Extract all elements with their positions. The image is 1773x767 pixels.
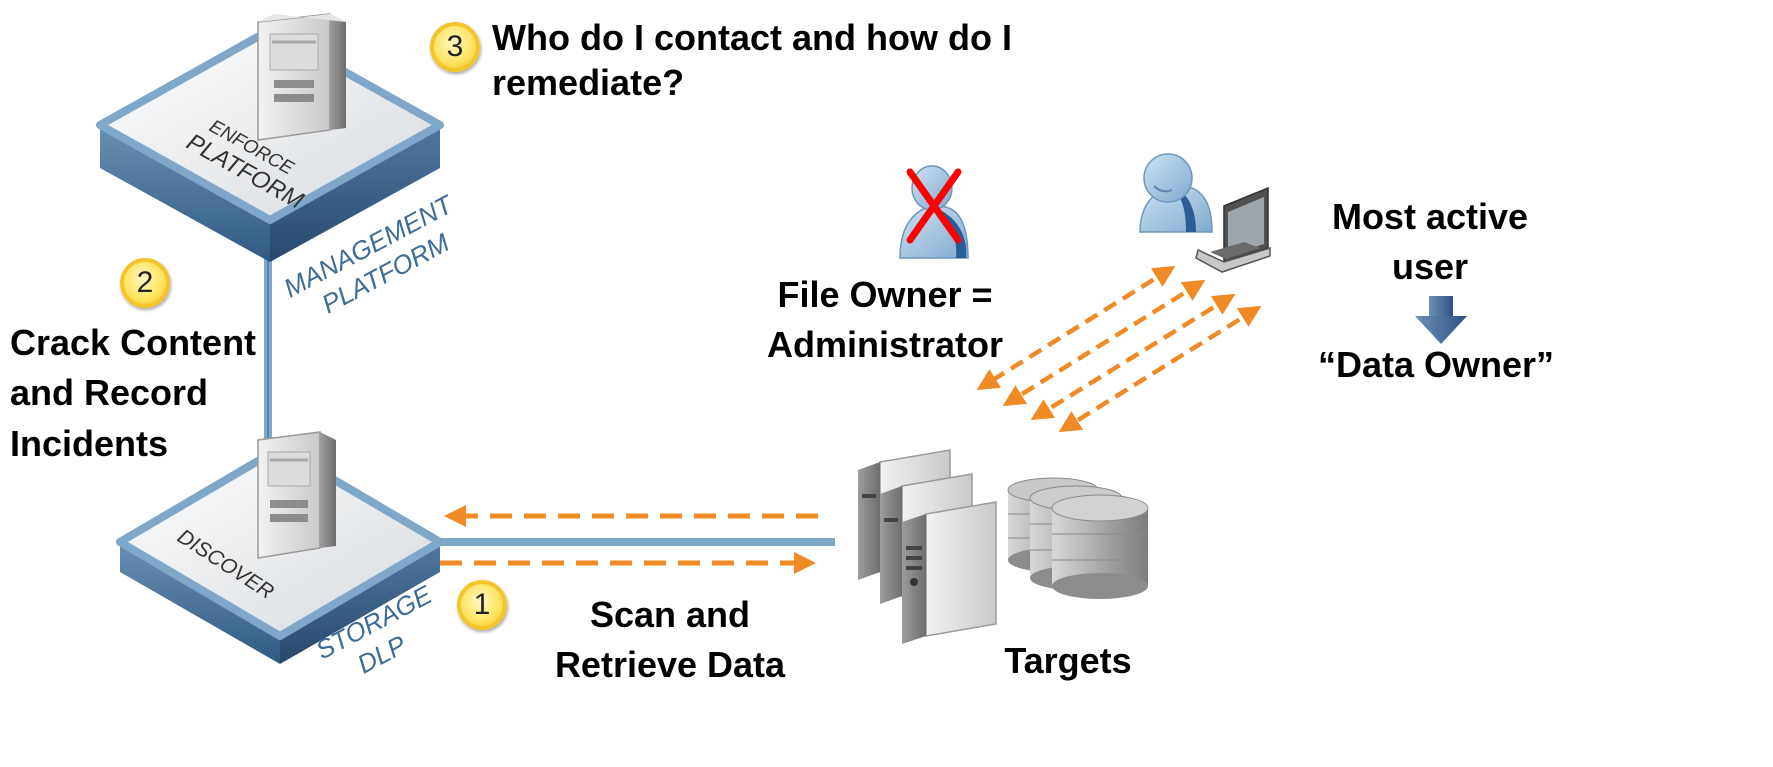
file-owner-label: File Owner = Administrator [766,274,1004,366]
active-user-icon [1139,153,1213,233]
server-icon [257,13,346,141]
most-active-user-label: Most active user [1331,196,1529,288]
step-1-label: Scan and Retrieve Data [554,594,786,686]
targets-label: Targets [1004,640,1132,681]
activity-arrows [976,265,1262,433]
step-2-badge: 2 [120,258,170,308]
discover-platform [116,431,444,664]
step-3-badge: 3 [430,22,480,72]
cross-icon [906,168,962,244]
target-servers-icon [858,449,997,644]
down-arrow-icon [1415,296,1467,344]
activity-arrow [1030,293,1236,421]
enforce-platform [96,13,444,262]
target-database-icon [1007,477,1149,599]
activity-arrow [1058,305,1262,433]
step-1-badge: 1 [457,580,507,630]
laptop-icon [1195,186,1271,273]
data-owner-label: “Data Owner” [1317,344,1555,385]
activity-arrow [1002,279,1206,407]
step-3-label: Who do I contact and how do I remediate? [492,17,1012,103]
server-icon [257,431,336,559]
step-2-label: Crack Content and Record Incidents [10,322,257,464]
